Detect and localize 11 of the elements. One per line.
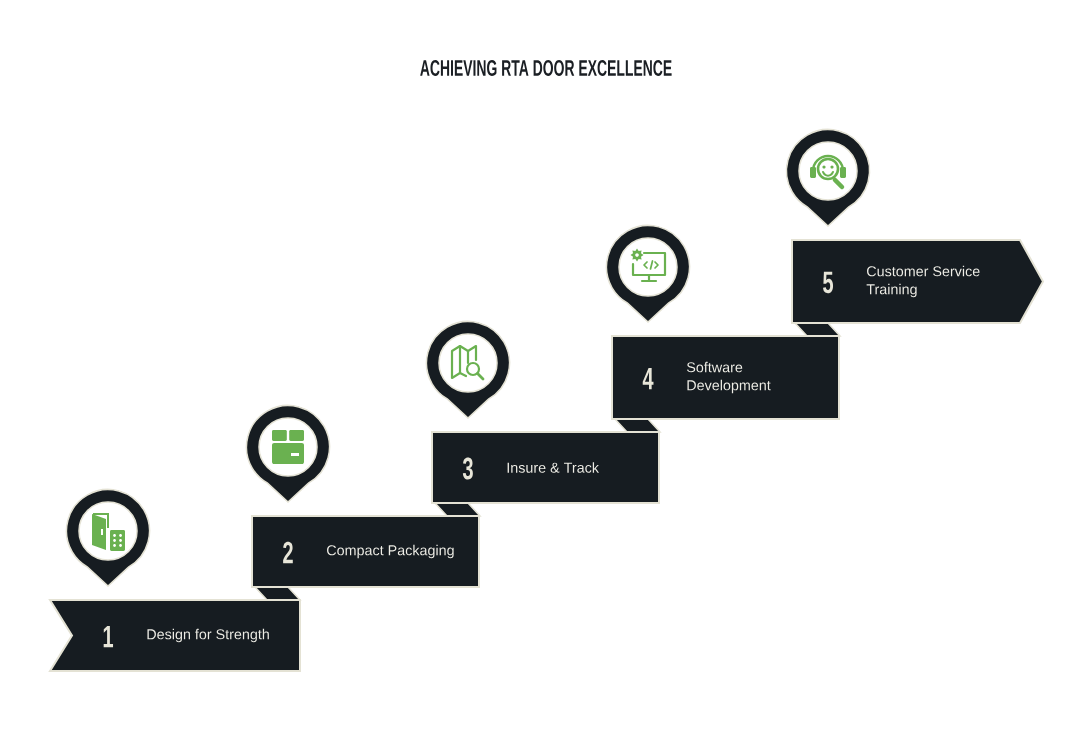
step-number: 4: [642, 367, 654, 390]
step-number: 1: [103, 625, 114, 648]
step-label: Design for Strength: [147, 628, 269, 643]
step-label: Compact Packaging: [327, 544, 454, 559]
step-label: Customer Service Training: [866, 265, 980, 298]
step-number: 5: [823, 271, 834, 294]
title: ACHIEVING RTA DOOR EXCELLENCE: [420, 60, 672, 76]
step-label: Software Development: [686, 361, 771, 394]
step-number: 2: [283, 541, 293, 564]
step-number: 3: [462, 457, 473, 480]
step-label: Insure & Track: [507, 462, 599, 473]
